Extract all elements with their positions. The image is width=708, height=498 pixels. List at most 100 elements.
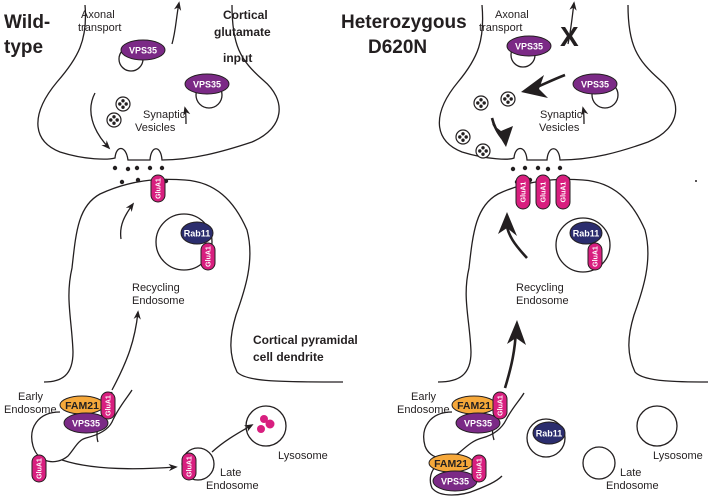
left-cortical-input-line2: glutamate	[214, 25, 271, 39]
right-rab11-early	[532, 421, 566, 445]
left-recycling-line2: Endosome	[132, 295, 185, 307]
right-vps35-axonal-label: VPS35	[515, 42, 543, 52]
left-vesicle-release-arrow	[90, 92, 111, 150]
left-axonal-transport-line2: transport	[78, 22, 121, 34]
right-glua1-recycling	[587, 242, 603, 271]
left-vesicle-return-arrow	[183, 106, 191, 125]
right-recycling-endosome	[555, 217, 611, 273]
right-synaptic-vesicle-1	[500, 91, 516, 107]
right-recycling-line2: Endosome	[516, 295, 569, 307]
left-late-line2: Endosome	[206, 480, 259, 492]
left-vps35-axonal-label: VPS35	[129, 46, 157, 56]
right-glua1-early-2	[471, 454, 487, 483]
left-recycling-to-surface-arrow	[119, 202, 135, 240]
left-early-endosome	[31, 389, 133, 463]
left-recycling-endosome	[155, 213, 213, 271]
right-rab11	[569, 221, 603, 245]
left-axonal-transport-line1: Axonal	[81, 9, 115, 21]
right-title-line2: D620N	[368, 37, 427, 58]
right-big-arrowhead-4	[507, 320, 526, 345]
left-fam21-label: FAM21	[65, 400, 99, 412]
right-rab11-label: Rab11	[573, 229, 600, 239]
left-early-to-late-arrow	[61, 459, 178, 472]
right-glua1-surface-2	[535, 174, 551, 210]
left-lysosome-label: Lysosome	[278, 450, 328, 462]
right-vesicle-return-arrow	[581, 106, 589, 125]
right-lysosome	[636, 405, 678, 447]
left-title-line1: Wild-	[4, 12, 50, 33]
right-vps35-axonal	[506, 35, 552, 57]
right-glua1-surface-3-label: GluA1	[561, 182, 568, 203]
left-early-line2: Endosome	[4, 404, 57, 416]
left-synaptic-vesicle-2	[106, 112, 122, 128]
right-glua1-early-1-label: GluA1	[498, 395, 505, 416]
right-glua1-surface-3	[555, 174, 571, 210]
left-glua1-late-label: GluA1	[187, 456, 194, 477]
right-glua1-surface-2-label: GluA1	[541, 182, 548, 203]
right-fam21-1-label: FAM21	[457, 400, 491, 412]
right-rab11-vesicle	[526, 418, 566, 458]
left-presynaptic-terminal	[37, 4, 280, 161]
right-rab11-early-label: Rab11	[536, 429, 563, 439]
left-synaptic-vesicle-1	[115, 96, 131, 112]
left-panel: Wild- type Axonal transport VPS35 Cortic…	[4, 1, 358, 492]
right-synaptic-vesicle-4	[475, 143, 491, 159]
right-dendritic-spine	[437, 178, 708, 383]
right-vps35-early-1-label: VPS35	[464, 419, 492, 429]
left-cortical-input-line1: Cortical	[223, 8, 268, 22]
left-recycling-line1: Recycling	[132, 282, 180, 294]
right-vps35-early-1	[455, 412, 501, 434]
right-synaptic-line2: Vesicles	[539, 122, 580, 134]
left-vps35-retrograde	[184, 73, 230, 95]
right-big-arrowhead-2	[492, 124, 513, 147]
right-big-arrowhead-1	[521, 75, 548, 98]
left-synaptic-line1: Synaptic	[143, 109, 186, 121]
left-glua1-recycling-label: GluA1	[206, 246, 213, 267]
left-dendrite-line2: cell dendrite	[253, 350, 324, 364]
left-title-line2: type	[4, 37, 43, 58]
left-early-line1: Early	[18, 391, 44, 403]
left-glua1-early-2	[31, 454, 47, 483]
right-late-line1: Late	[620, 467, 641, 479]
left-lysosome	[245, 405, 287, 447]
left-dendrite-line1: Cortical pyramidal	[253, 333, 358, 347]
right-axonal-transport-line2: transport	[479, 22, 522, 34]
right-vps35-retrograde	[572, 73, 618, 95]
right-presynaptic-terminal	[438, 4, 677, 161]
left-glua1-early	[100, 391, 116, 420]
right-early-line1: Early	[411, 391, 437, 403]
left-vps35-early-label: VPS35	[72, 419, 100, 429]
right-glua1-recycling-label: GluA1	[593, 246, 600, 267]
left-synaptic-line2: Vesicles	[135, 122, 176, 134]
right-blocked-mark: X	[560, 21, 579, 52]
right-axonal-transport-line1: Axonal	[495, 9, 529, 21]
left-cortical-input-line3: input	[223, 51, 252, 65]
right-early-line2: Endosome	[397, 404, 450, 416]
right-glua1-early-1	[492, 391, 508, 420]
right-vps35-early-2-label: VPS35	[441, 477, 469, 487]
left-late-to-lysosome-arrow	[211, 424, 254, 453]
right-axonal-transport-arrow	[567, 1, 577, 45]
right-lysosome-label: Lysosome	[653, 450, 703, 462]
right-late-endosome	[582, 446, 616, 480]
panel-dot	[695, 180, 697, 182]
right-vps35-retrograde-label: VPS35	[581, 80, 609, 90]
right-panel: Heterozygous D620N Axonal transport X VP…	[341, 1, 708, 496]
left-glua1-late	[181, 452, 197, 481]
left-vps35-retrograde-label: VPS35	[193, 80, 221, 90]
right-late-line2: Endosome	[606, 480, 659, 492]
left-glua1-surface-label: GluA1	[156, 178, 163, 199]
right-glua1-surface-1	[515, 174, 531, 210]
right-glua1-surface-1-label: GluA1	[521, 182, 528, 203]
left-late-line1: Late	[220, 467, 241, 479]
left-glua1-surface	[150, 174, 166, 203]
right-synaptic-vesicle-2	[473, 95, 489, 111]
left-glua1-early-2-label: GluA1	[37, 458, 44, 479]
left-glua1-early-label: GluA1	[106, 395, 113, 416]
left-rab11-label: Rab11	[184, 229, 211, 239]
left-axonal-transport-arrow	[171, 1, 182, 45]
left-vps35-early	[63, 412, 109, 434]
right-synaptic-vesicle-3	[455, 129, 471, 145]
left-glua1-recycling	[200, 242, 216, 271]
